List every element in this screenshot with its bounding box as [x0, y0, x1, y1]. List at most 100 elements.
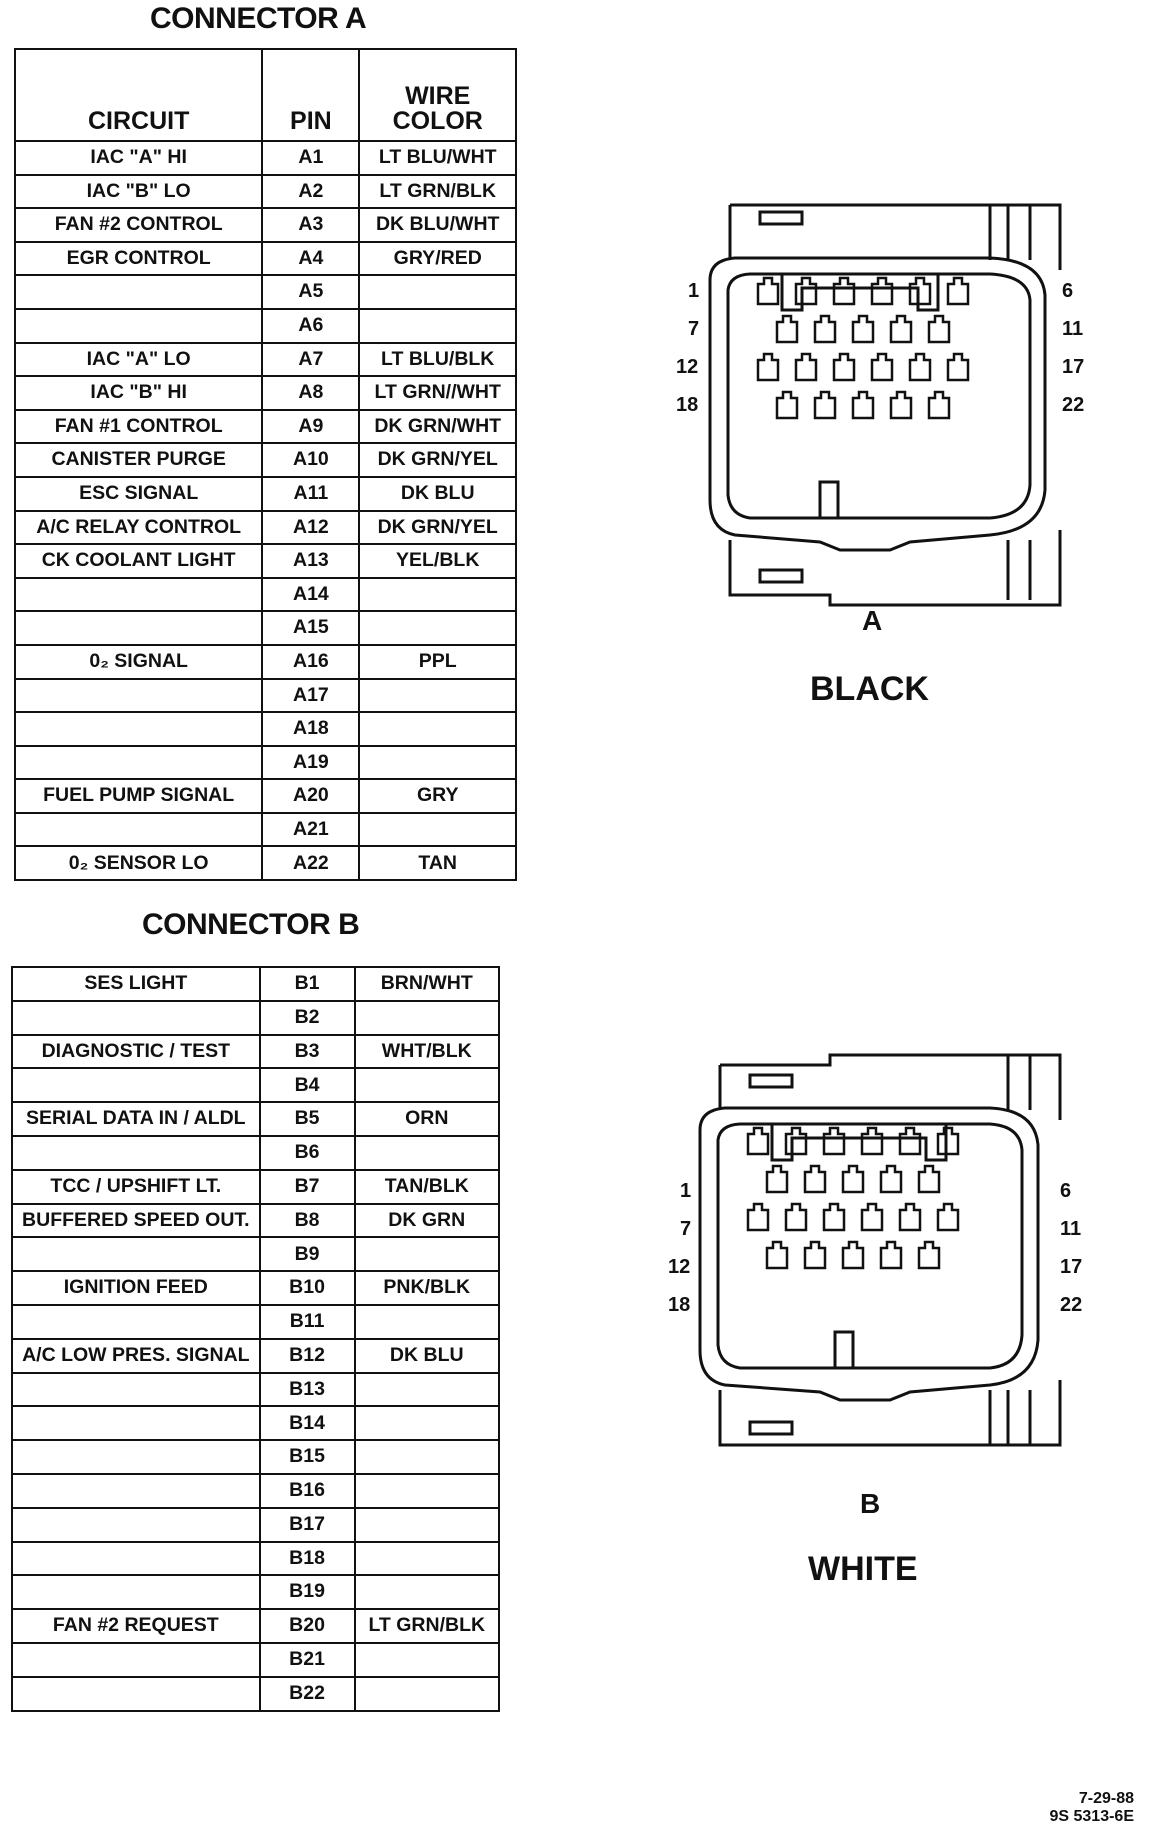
terminal-cavity	[813, 314, 837, 344]
wire-color-cell: BRN/WHT	[353, 966, 500, 1002]
pin-cell: B17	[258, 1506, 356, 1543]
pin-cell: B15	[258, 1439, 356, 1475]
connector-a-terminals	[756, 276, 970, 420]
circuit-cell: IGNITION FEED	[11, 1270, 261, 1306]
pin-label-1: 1	[680, 1180, 692, 1202]
table-row: B19	[11, 1574, 500, 1611]
terminal-cavity	[917, 1240, 941, 1270]
pin-cell: A17	[261, 677, 361, 714]
pin-label-18: 18	[668, 1294, 691, 1316]
pin-cell: B22	[258, 1675, 356, 1712]
terminal-cavity	[946, 352, 970, 382]
header-wire-line1: WIRE	[405, 82, 471, 110]
header-wire-color: WIRE COLOR	[358, 48, 517, 142]
table-row: B4	[11, 1067, 500, 1104]
circuit-cell: FAN #2 REQUEST	[11, 1608, 261, 1644]
connector-b-drawing	[698, 1053, 1062, 1447]
wire-color-cell: WHT/BLK	[353, 1033, 500, 1070]
terminal-cavity	[870, 352, 894, 382]
terminal-cavity	[803, 1240, 827, 1270]
table-row: A15	[13, 610, 517, 646]
wire-color-cell	[353, 1439, 500, 1475]
circuit-cell	[11, 1134, 261, 1171]
wire-color-cell: DK BLU	[358, 475, 517, 512]
wire-color-cell: DK GRN	[353, 1202, 500, 1239]
terminal-cavity	[889, 390, 913, 420]
terminal-cavity	[822, 1126, 846, 1156]
pin-cell: A12	[261, 509, 361, 546]
wire-color-cell	[353, 1641, 500, 1678]
table-row: B21	[11, 1641, 500, 1678]
pin-label-17: 17	[1062, 356, 1085, 378]
wire-color-cell	[353, 1134, 500, 1171]
table-row: B18	[11, 1540, 500, 1577]
terminal-cavity	[822, 1202, 846, 1232]
pin-label-22: 22	[1062, 394, 1085, 416]
pin-label-12: 12	[676, 356, 699, 378]
circuit-cell: CANISTER PURGE	[13, 442, 264, 478]
connector-b-title: CONNECTOR B	[142, 908, 360, 941]
connector-a-color: BLACK	[810, 670, 929, 708]
pin-cell: B2	[258, 999, 356, 1036]
wire-color-cell	[353, 999, 500, 1036]
table-row: B17	[11, 1506, 500, 1543]
pin-label-12: 12	[668, 1256, 691, 1278]
circuit-cell	[13, 274, 264, 310]
circuit-cell: CK COOLANT LIGHT	[13, 543, 264, 579]
wire-color-cell	[353, 1472, 500, 1509]
terminal-cavity	[860, 1202, 884, 1232]
circuit-cell	[11, 1540, 261, 1577]
wire-color-cell: DK GRN/WHT	[358, 408, 517, 445]
pin-cell: A14	[261, 576, 361, 613]
table-row: B9	[11, 1236, 500, 1273]
circuit-cell: ESC SIGNAL	[13, 475, 264, 512]
pin-cell: B9	[258, 1236, 356, 1273]
wire-color-cell: TAN	[358, 845, 517, 882]
wire-color-cell: LT BLU/WHT	[358, 140, 517, 176]
pin-label-11: 11	[1062, 318, 1084, 340]
wire-color-cell	[353, 1303, 500, 1340]
circuit-cell: TCC / UPSHIFT LT.	[11, 1168, 261, 1205]
pin-label-6: 6	[1062, 280, 1074, 302]
pin-cell: B20	[258, 1608, 356, 1644]
connector-a-letter: A	[862, 605, 883, 636]
pin-cell: B19	[258, 1574, 356, 1611]
pin-cell: A10	[261, 442, 361, 478]
wire-color-cell: LT GRN/BLK	[358, 173, 517, 210]
table-row: B22	[11, 1675, 500, 1712]
pin-cell: A15	[261, 610, 361, 646]
connector-b-color: WHITE	[808, 1550, 918, 1588]
terminal-cavity	[879, 1164, 903, 1194]
terminal-cavity	[784, 1202, 808, 1232]
circuit-cell: SES LIGHT	[11, 966, 261, 1002]
pin-label-6: 6	[1060, 1180, 1072, 1202]
table-row: B16	[11, 1472, 500, 1509]
wire-color-cell	[353, 1405, 500, 1442]
wire-color-cell	[353, 1506, 500, 1543]
circuit-cell	[11, 999, 261, 1036]
terminal-cavity	[908, 276, 932, 306]
wire-color-cell: LT GRN//WHT	[358, 375, 517, 411]
circuit-cell: SERIAL DATA IN / ALDL	[11, 1101, 261, 1137]
pin-cell: A7	[261, 341, 361, 378]
wire-color-cell: DK BLU	[353, 1337, 500, 1374]
terminal-cavity	[794, 352, 818, 382]
terminal-cavity	[927, 314, 951, 344]
terminal-cavity	[889, 314, 913, 344]
wire-color-cell: DK GRN/YEL	[358, 442, 517, 478]
terminal-cavity	[765, 1240, 789, 1270]
wire-color-cell: YEL/BLK	[358, 543, 517, 579]
document-footer: 7-29-88 9S 5313-6E	[1049, 1790, 1134, 1826]
table-row: A19	[13, 744, 517, 781]
circuit-cell: A/C LOW PRES. SIGNAL	[11, 1337, 261, 1374]
